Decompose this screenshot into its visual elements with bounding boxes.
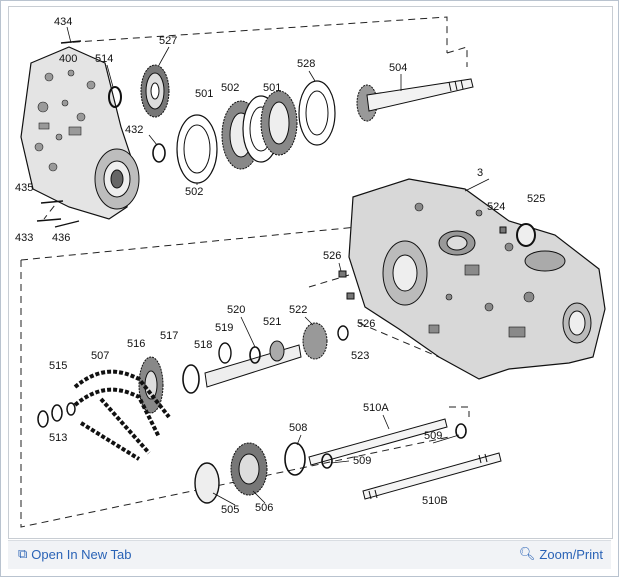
callout-508: 508 bbox=[289, 422, 307, 434]
open-in-new-tab-link[interactable]: ⧉ Open In New Tab bbox=[18, 547, 132, 562]
pin-526-lower bbox=[346, 292, 355, 300]
callout-504: 504 bbox=[389, 62, 407, 74]
callout-501b: 501 bbox=[263, 82, 281, 94]
callout-502b: 502 bbox=[185, 186, 203, 198]
callout-509b: 509 bbox=[353, 455, 371, 467]
callout-510b: 510B bbox=[422, 495, 448, 507]
callout-525: 525 bbox=[527, 193, 545, 205]
callout-509a: 509 bbox=[424, 430, 442, 442]
callout-434: 434 bbox=[54, 16, 72, 28]
open-in-new-tab-icon: ⧉ bbox=[18, 547, 28, 562]
callout-502a: 502 bbox=[221, 82, 239, 94]
callout-524: 524 bbox=[487, 201, 505, 213]
seal-525 bbox=[516, 223, 536, 247]
pin-526-upper bbox=[338, 270, 347, 278]
callout-433: 433 bbox=[15, 232, 33, 244]
callout-501a: 501 bbox=[195, 88, 213, 100]
zoom-magnifier-icon: 🔍︎ bbox=[518, 547, 536, 562]
callout-435: 435 bbox=[15, 182, 33, 194]
callout-436: 436 bbox=[52, 232, 70, 244]
driven-sprocket-assembly bbox=[138, 322, 349, 414]
washers-513-515 bbox=[37, 402, 76, 428]
callout-510a: 510A bbox=[363, 402, 389, 414]
callout-513: 513 bbox=[49, 432, 67, 444]
callout-519: 519 bbox=[215, 322, 233, 334]
callout-514: 514 bbox=[95, 53, 113, 65]
open-in-new-tab-label: Open In New Tab bbox=[31, 547, 132, 562]
callout-522: 522 bbox=[289, 304, 307, 316]
callout-523: 523 bbox=[351, 350, 369, 362]
transaxle-case-3 bbox=[348, 178, 606, 380]
exploded-parts-diagram: 434 400 514 527 504 528 501 502 501 432 … bbox=[15, 16, 606, 528]
callout-3: 3 bbox=[477, 167, 483, 179]
callout-520: 520 bbox=[227, 304, 245, 316]
differential-assembly bbox=[194, 442, 306, 504]
clutch-plates bbox=[176, 80, 336, 184]
zoom-print-link[interactable]: 🔍︎ Zoom/Print bbox=[519, 547, 603, 562]
viewer-footer: ⧉ Open In New Tab 🔍︎ Zoom/Print bbox=[8, 540, 611, 569]
case-cover-400 bbox=[20, 46, 140, 220]
diagram-viewer: 434 400 514 527 504 528 501 502 501 432 … bbox=[8, 6, 613, 539]
leader-lines bbox=[66, 26, 490, 506]
callout-518: 518 bbox=[194, 339, 212, 351]
callout-432: 432 bbox=[125, 124, 143, 136]
axle-shafts bbox=[308, 418, 502, 500]
snap-ring-514 bbox=[108, 86, 122, 108]
callout-505: 505 bbox=[221, 504, 239, 516]
callout-507: 507 bbox=[91, 350, 109, 362]
sprocket-527 bbox=[140, 64, 170, 118]
callout-526b: 526 bbox=[357, 318, 375, 330]
callout-526a: 526 bbox=[323, 250, 341, 262]
callout-515: 515 bbox=[49, 360, 67, 372]
callout-400: 400 bbox=[59, 53, 77, 65]
callout-517: 517 bbox=[160, 330, 178, 342]
drive-chain-507 bbox=[73, 369, 171, 461]
callout-527: 527 bbox=[159, 35, 177, 47]
washer-432 bbox=[152, 143, 166, 163]
plug-524 bbox=[499, 226, 507, 234]
callout-521: 521 bbox=[263, 316, 281, 328]
callout-labels: 434 400 514 527 504 528 501 502 501 432 … bbox=[15, 16, 545, 516]
callout-506: 506 bbox=[255, 502, 273, 514]
input-shaft-504 bbox=[356, 78, 474, 122]
callout-528: 528 bbox=[297, 58, 315, 70]
callout-516: 516 bbox=[127, 338, 145, 350]
zoom-print-label: Zoom/Print bbox=[539, 547, 603, 562]
